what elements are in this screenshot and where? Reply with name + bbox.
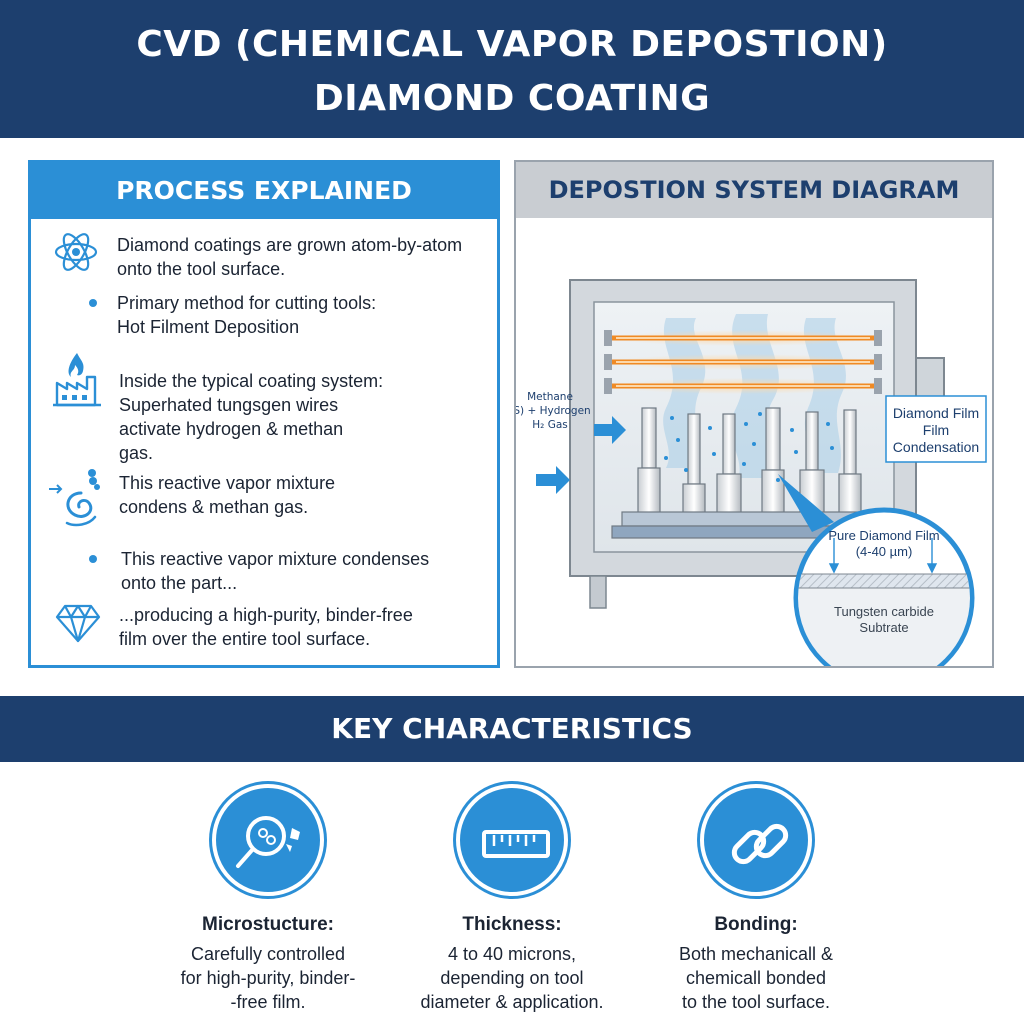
substrate-layer: [798, 588, 970, 666]
tool: [682, 413, 706, 515]
bullet-icon: [89, 477, 97, 485]
svg-text:Tungsten carbide: Tungsten carbide: [834, 604, 934, 619]
process-panel: PROCESS EXPLAINED Diamond coatings are g…: [28, 160, 500, 668]
diamond-particles: [664, 412, 834, 482]
film-condensation-label: Diamond Film Film Condensation: [893, 405, 979, 455]
deposition-system-diagram: Methane (S) + Hydrogen H₂ Gas Diamond Fi…: [516, 279, 987, 666]
characteristic-title: Microstucture:: [202, 914, 334, 935]
film-thickness-arrows: [828, 538, 938, 574]
page-title-line-2: DIAMOND COATING: [313, 78, 711, 119]
characteristic-bonding: Bonding: Both mechanicall & chemicall bo…: [606, 784, 906, 1014]
characteristic-description: Carefully controlled for high-purity, bi…: [180, 944, 356, 1012]
characteristic-title: Thickness:: [462, 914, 562, 935]
characteristic-description: Both mechanicall & chemicall bonded to t…: [678, 944, 834, 1012]
svg-text:Condensation: Condensation: [893, 439, 979, 455]
zoom-film-label: Pure Diamond Film (4-40 µm): [828, 528, 939, 559]
characteristic-microstructure: Microstucture: Carefully controlled for …: [118, 784, 418, 1014]
page-title-line-1: CVD (CHEMICAL VAPOR DEPOSTION): [136, 24, 888, 65]
film-condensation-label-box: [885, 395, 987, 463]
substrate-label: Tungsten carbide Subtrate: [834, 604, 934, 635]
deposition-diagram-panel: DEPOSTION SYSTEM DIAGRAM: [514, 160, 994, 668]
process-step-6: ...producing a high-purity, binder-free …: [119, 605, 413, 649]
process-step-2: Primary method for cutting tools: Hot Fi…: [117, 293, 377, 337]
svg-text:(S) + Hydrogen: (S) + Hydrogen: [516, 405, 591, 417]
svg-text:Diamond Film: Diamond Film: [893, 405, 979, 421]
tool: [637, 407, 661, 515]
diagram-panel-title: DEPOSTION SYSTEM DIAGRAM: [516, 162, 992, 218]
svg-text:Methane: Methane: [527, 391, 573, 403]
heating-filaments: [604, 330, 882, 394]
chain-link-icon: [700, 784, 812, 896]
diamond-icon: [55, 604, 101, 643]
bullet-icon: [89, 555, 97, 563]
atom-icon: [54, 233, 98, 271]
key-characteristics-header: KEY CHARACTERISTICS: [0, 696, 1024, 762]
characteristic-title: Bonding:: [714, 914, 798, 935]
process-step-4: This reactive vapor mixture condens & me…: [119, 473, 336, 517]
chamber-leg: [589, 575, 607, 609]
zoom-callout-wedge: [778, 474, 834, 532]
gas-inlet-arrows: [536, 416, 626, 494]
svg-text:(4-40 µm): (4-40 µm): [856, 544, 913, 559]
characteristic-thickness: Thickness: 4 to 40 microns, depending on…: [362, 784, 662, 1014]
diamond-film-hatch: [798, 574, 970, 588]
bullet-icon: [89, 299, 97, 307]
svg-text:Film: Film: [923, 422, 949, 438]
ruler-icon: [456, 784, 568, 896]
process-panel-title: PROCESS EXPLAINED: [31, 163, 497, 219]
gas-label: Methane (S) + Hydrogen H₂ Gas: [516, 391, 591, 431]
factory-flame-icon: [53, 353, 101, 407]
svg-text:Subtrate: Subtrate: [859, 620, 908, 635]
svg-text:Pure Diamond Film: Pure Diamond Film: [828, 528, 939, 543]
process-step-5: This reactive vapor mixture condenses on…: [121, 549, 430, 593]
svg-text:H₂ Gas: H₂ Gas: [532, 419, 567, 431]
process-step-1: Diamond coatings are grown atom-by-atom …: [117, 235, 463, 279]
tool: [838, 409, 862, 515]
page-header: CVD (CHEMICAL VAPOR DEPOSTION) DIAMOND C…: [0, 0, 1024, 138]
magnifier-icon: [212, 784, 324, 896]
process-step-3: Inside the typical coating system: Super…: [119, 371, 384, 463]
characteristic-description: 4 to 40 microns, depending on tool diame…: [420, 944, 604, 1012]
vapor-swirl-icon: [49, 469, 100, 527]
